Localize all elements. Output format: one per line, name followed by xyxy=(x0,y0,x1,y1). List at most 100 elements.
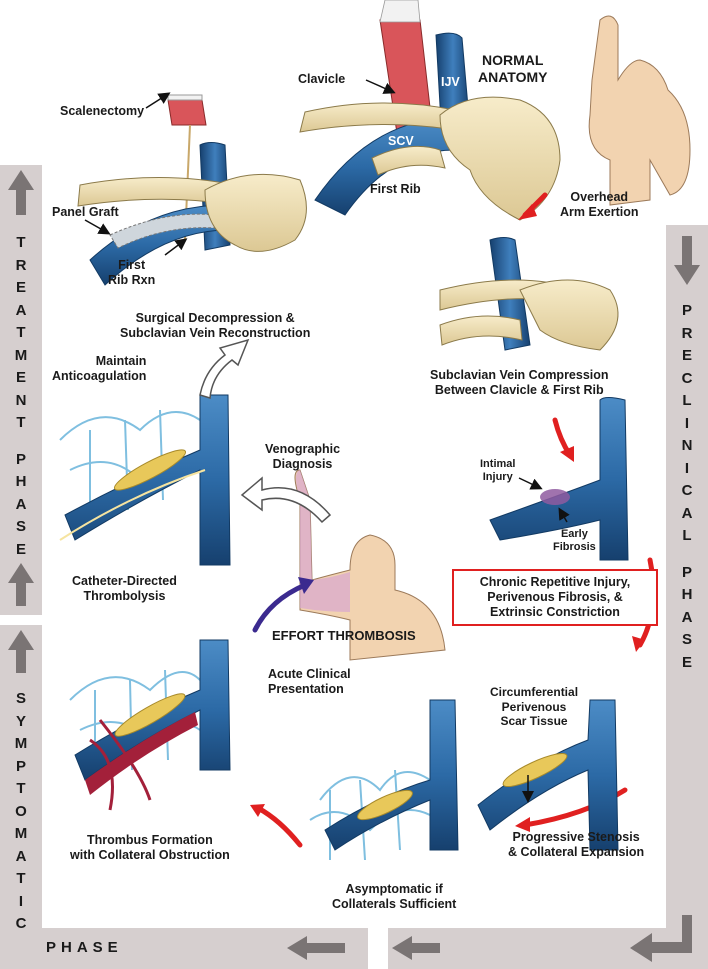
compression-label: Subclavian Vein Compression Between Clav… xyxy=(430,368,609,398)
surgical-line1: Surgical Decompression & xyxy=(135,311,295,325)
compression-illustration xyxy=(439,237,619,351)
maintain-line2: Anticoagulation xyxy=(52,369,147,383)
thrombus-line2: with Collateral Obstruction xyxy=(70,848,230,862)
acute-presentation-label: Acute Clinical Presentation xyxy=(268,667,351,697)
left-arrow-icon xyxy=(287,936,440,960)
compression-line1: Subclavian Vein Compression xyxy=(430,368,609,382)
venographic-line1: Venographic xyxy=(265,442,341,456)
phase-letter: E xyxy=(681,347,692,364)
phase-letter: I xyxy=(684,414,690,432)
panel-graft-label: Panel Graft xyxy=(52,205,119,219)
phase-letter: S xyxy=(681,631,692,648)
clavicle-label: Clavicle xyxy=(298,72,346,86)
phase-letter: S xyxy=(15,690,26,707)
asymptomatic-line2: Collaterals Sufficient xyxy=(332,897,457,911)
phase-letter: A xyxy=(15,495,27,513)
phase-letter: P xyxy=(681,563,692,581)
phase-letter: I xyxy=(18,892,24,910)
purple-arrow-icon xyxy=(252,577,314,633)
phase-letter: M xyxy=(14,735,28,752)
phase-letter: A xyxy=(681,504,693,522)
intimal-injury-vein xyxy=(489,397,629,561)
catheter-line2: Thrombolysis xyxy=(83,589,166,603)
phase-letter: P xyxy=(15,757,26,775)
preclinical-phase-band xyxy=(666,225,708,969)
stenosis-line2: & Collateral Expansion xyxy=(508,845,645,859)
intimal-line2: Injury xyxy=(482,471,513,483)
outline-arrow-icon xyxy=(199,338,332,524)
overhead-line1: Overhead xyxy=(570,190,629,204)
phase-letter: L xyxy=(682,527,692,544)
early-fibrosis-label: Early Fibrosis xyxy=(553,528,596,554)
up-arrow-icon xyxy=(8,170,34,673)
symptomatic-phase-bottom-label: PHASE xyxy=(46,939,123,956)
phase-letter: E xyxy=(15,369,26,386)
raised-arm-figure xyxy=(588,15,691,206)
thrombus-line1: Thrombus Formation xyxy=(87,833,213,847)
asymptomatic-label: Asymptomatic if Collaterals Sufficient xyxy=(332,882,456,912)
surgical-reconstruction-label: Surgical Decompression & Subclavian Vein… xyxy=(120,311,310,341)
phase-letter: T xyxy=(16,234,26,251)
scar-line2: Perivenous xyxy=(501,699,567,714)
intimal-line1: Intimal xyxy=(480,458,516,470)
chronic-line3: Extrinsic Constriction xyxy=(490,605,620,619)
phase-letter: T xyxy=(16,414,26,431)
first-rib-rxn-label: First Rib Rxn xyxy=(108,258,155,288)
phase-letter: N xyxy=(681,437,693,454)
asymptomatic-vein xyxy=(324,699,459,851)
phase-letter: A xyxy=(15,847,27,865)
compression-line2: Between Clavicle & First Rib xyxy=(434,383,604,397)
normal-anatomy-title: NORMAL ANATOMY xyxy=(478,52,547,86)
phase-letter: H xyxy=(681,586,693,603)
normal-anatomy-title-line2: ANATOMY xyxy=(478,69,548,85)
chronic-line1: Chronic Repetitive Injury, xyxy=(479,575,631,589)
normal-anatomy-title-line1: NORMAL xyxy=(482,52,544,68)
stenosis-line1: Progressive Stenosis xyxy=(512,830,640,844)
thrombus-formation-label: Thrombus Formation with Collateral Obstr… xyxy=(70,833,230,863)
phase-letter: H xyxy=(15,473,27,490)
thrombus-vein xyxy=(74,639,231,811)
phase-letter: C xyxy=(681,369,693,387)
venographic-diagnosis-label: Venographic Diagnosis xyxy=(265,442,340,472)
phase-letter: E xyxy=(15,279,26,296)
chronic-line2: Perivenous Fibrosis, & xyxy=(487,590,623,604)
phase-letter: L xyxy=(682,392,692,409)
scar-line1: Circumferential xyxy=(490,685,579,699)
intimal-injury-label: Intimal Injury xyxy=(480,458,515,484)
phase-letter: E xyxy=(681,653,692,671)
surgical-illustration xyxy=(77,94,307,286)
phase-letter: R xyxy=(681,324,693,342)
phase-letter: T xyxy=(16,324,26,341)
early-fibrosis-line1: Early xyxy=(560,528,588,540)
phase-letter: P xyxy=(15,450,26,468)
phase-letter: T xyxy=(16,780,26,797)
acute-line2: Presentation xyxy=(268,682,344,696)
progressive-stenosis-label: Progressive Stenosis & Collateral Expans… xyxy=(508,830,644,860)
phase-letter: A xyxy=(15,301,27,319)
phase-letter: M xyxy=(14,825,28,842)
symptomatic-phase-band xyxy=(0,625,42,969)
early-fibrosis-line2: Fibrosis xyxy=(553,541,596,553)
acute-line1: Acute Clinical xyxy=(268,667,351,681)
scalenectomy-label: Scalenectomy xyxy=(60,104,145,118)
corner-arrow-icon xyxy=(630,915,692,962)
phase-letter: A xyxy=(681,608,693,626)
first-rib-rxn-line2: Rib Rxn xyxy=(108,273,156,287)
first-rib-rxn-line1: First xyxy=(118,258,146,272)
venographic-line2: Diagnosis xyxy=(272,457,333,471)
down-arrow-icon xyxy=(674,236,700,285)
asymptomatic-line1: Asymptomatic if xyxy=(345,882,443,896)
maintain-anticoagulation-label: Maintain Anticoagulation xyxy=(52,354,146,384)
effort-thrombosis-label: EFFORT THROMBOSIS xyxy=(272,628,416,643)
maintain-line1: Maintain xyxy=(95,354,147,368)
first-rib-label: First Rib xyxy=(370,182,421,196)
surgical-line2: Subclavian Vein Reconstruction xyxy=(120,326,311,340)
scar-line3: Scar Tissue xyxy=(500,714,568,728)
treatment-phase-band xyxy=(0,165,42,615)
phase-letter: Y xyxy=(15,712,26,730)
chronic-injury-box: Chronic Repetitive Injury, Perivenous Fi… xyxy=(452,569,658,626)
phase-letter: C xyxy=(681,482,693,499)
phase-letter: R xyxy=(15,256,27,274)
